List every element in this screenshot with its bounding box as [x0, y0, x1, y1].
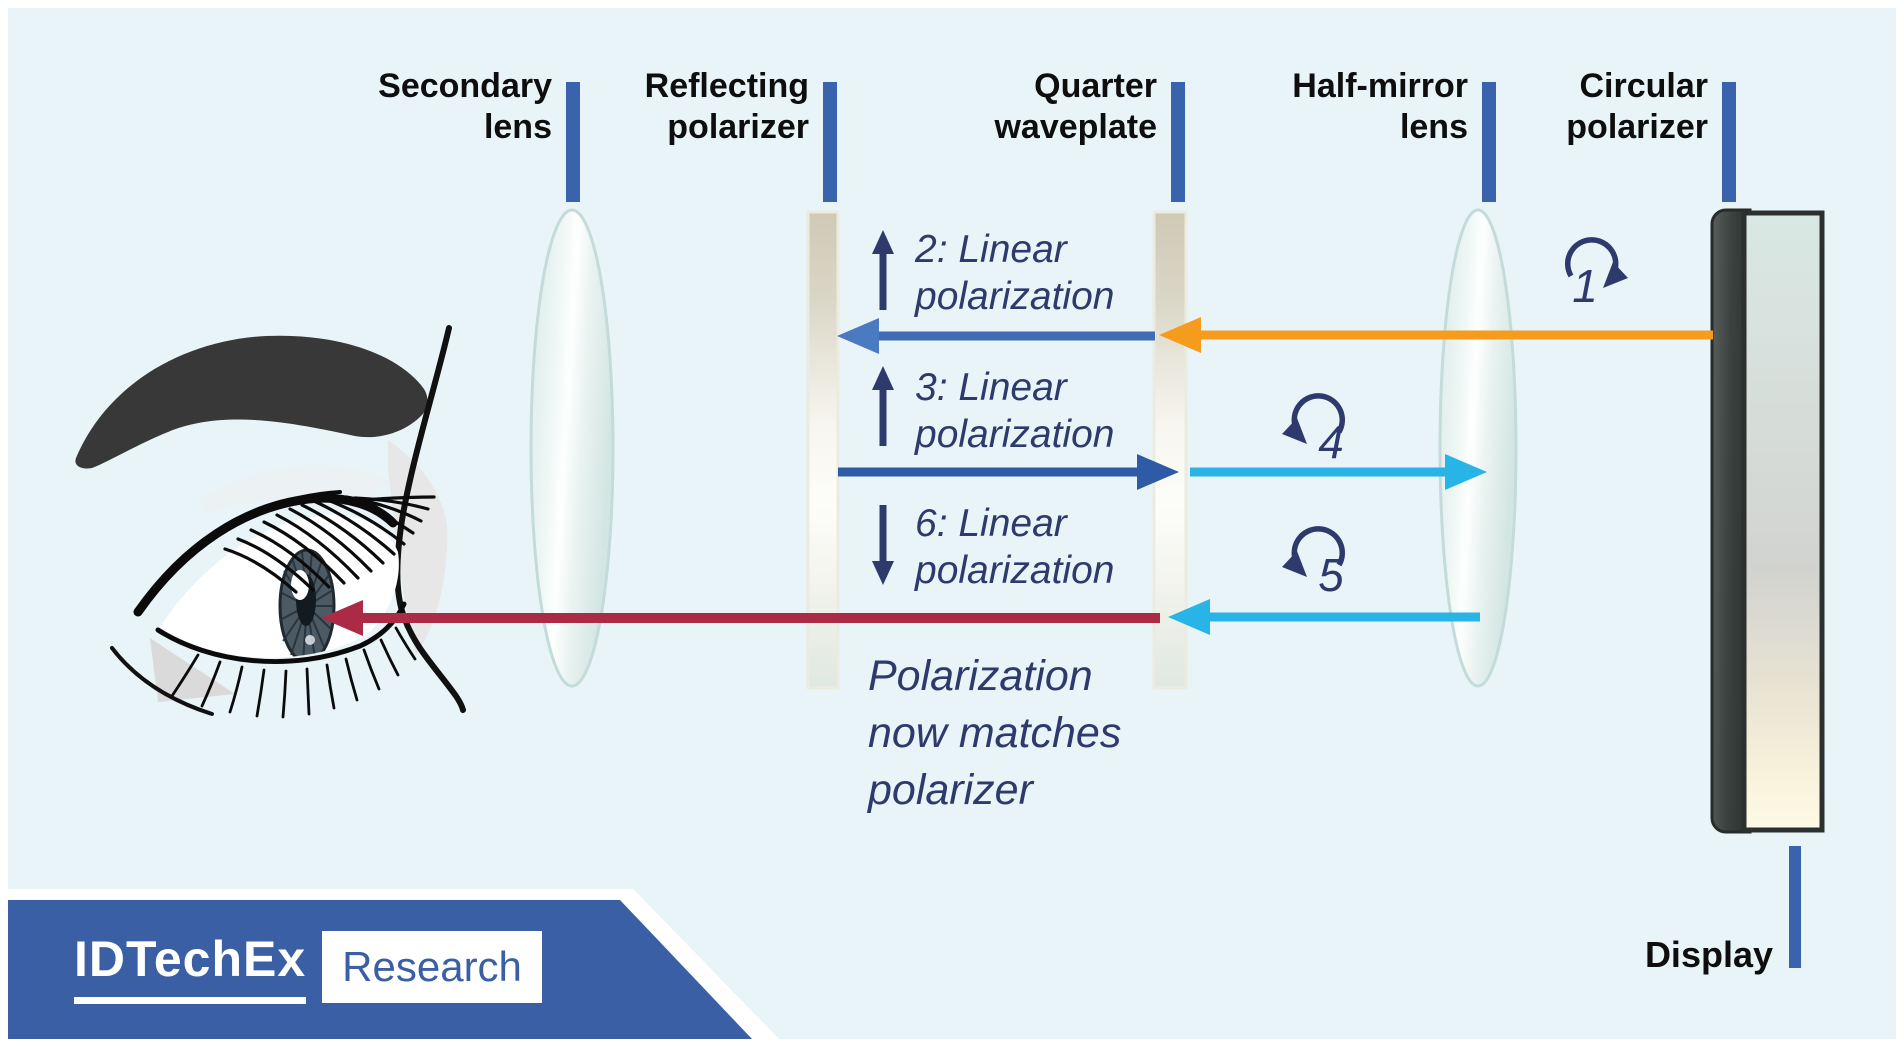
upper-lashes — [223, 495, 436, 594]
label-line: polarizer — [667, 108, 809, 146]
label-circular-polarizer: Circular polarizer — [1566, 66, 1708, 148]
lower-eyelid — [155, 601, 407, 665]
idtechex-logo: IDTechEx Research — [74, 930, 542, 1004]
eyebrow — [75, 335, 428, 469]
annotation-line: now matches — [868, 709, 1122, 757]
bar-reflecting-polarizer — [823, 82, 837, 202]
annotation-line: Polarization — [868, 652, 1093, 700]
annotation-polarization-note: Polarization now matches polarizer — [868, 648, 1121, 819]
label-quarter-waveplate: Quarter waveplate — [994, 66, 1157, 148]
label-reflecting-polarizer: Reflecting polarizer — [645, 66, 809, 148]
label-line: lens — [1399, 108, 1468, 146]
bar-secondary-lens — [566, 82, 580, 202]
label-line: Circular — [1579, 67, 1709, 105]
display-frame — [1710, 208, 1752, 834]
up-arrow-step2 — [872, 230, 894, 310]
eyelid-crease — [161, 490, 342, 585]
eye-shading — [388, 440, 448, 655]
display-panel — [1741, 210, 1825, 833]
half-mirror-lens — [1438, 208, 1518, 688]
element-marker-bars — [566, 82, 1736, 202]
polarization-direction-arrows — [872, 230, 894, 585]
rotation-symbol-1 — [1564, 237, 1628, 288]
label-line: Quarter — [1034, 67, 1157, 105]
cheek-line — [110, 646, 214, 716]
arrow-step5-cyan-left — [1168, 599, 1480, 635]
arrow-step4-cyan-right — [1190, 454, 1487, 490]
quarter-waveplate — [1152, 210, 1188, 690]
annotation-line: 6: Linear — [915, 502, 1067, 545]
annotation-step2: 2: Linear polarization — [915, 226, 1114, 320]
logo-brand-text: IDTechEx — [74, 930, 307, 1004]
bar-circular-polarizer — [1722, 82, 1736, 202]
down-arrow-step6 — [872, 505, 894, 585]
annotation-line: 3: Linear — [915, 366, 1067, 409]
bar-quarter-waveplate — [1171, 82, 1185, 202]
label-line: polarizer — [1566, 108, 1708, 146]
step-number-4: 4 — [1318, 416, 1344, 468]
annotation-line: polarization — [915, 413, 1115, 456]
secondary-lens — [529, 208, 615, 688]
arrow-step3-blue-right — [838, 454, 1179, 490]
bar-half-mirror-lens — [1482, 82, 1496, 202]
annotation-step6: 6: Linear polarization — [915, 500, 1114, 594]
label-half-mirror-lens: Half-mirror lens — [1292, 66, 1468, 148]
label-line: lens — [483, 108, 552, 146]
nose-contour-line — [394, 325, 466, 713]
up-arrow-step3 — [872, 366, 894, 446]
annotation-line: polarization — [915, 549, 1115, 592]
inner-corner-shadow — [150, 638, 235, 702]
label-line: Secondary — [378, 67, 552, 105]
sclera — [158, 514, 399, 658]
label-line: Half-mirror — [1292, 67, 1468, 105]
annotation-line: 2: Linear — [915, 228, 1067, 271]
iris-glint — [305, 635, 315, 645]
annotation-line: polarizer — [868, 766, 1033, 814]
arrow-step6-crimson-left — [321, 600, 1160, 636]
eye-illustration — [75, 325, 466, 719]
reflecting-polarizer — [806, 210, 840, 690]
display-marker-bar — [1789, 846, 1801, 968]
label-secondary-lens: Secondary lens — [378, 66, 552, 148]
logo-research-badge: Research — [322, 931, 542, 1003]
annotation-step3: 3: Linear polarization — [915, 364, 1114, 458]
display-graphic — [1710, 208, 1825, 968]
display-label: Display — [1644, 934, 1773, 975]
arrow-step1-orange-left — [1159, 317, 1713, 353]
iris-group — [278, 548, 336, 658]
step-number-1: 1 — [1572, 260, 1598, 312]
label-line: Reflecting — [644, 67, 809, 105]
rotation-symbols — [1282, 237, 1628, 577]
lower-lashes — [170, 626, 417, 719]
label-line: waveplate — [994, 108, 1157, 146]
step-number-5: 5 — [1318, 549, 1344, 601]
rotation-symbol-5 — [1282, 526, 1346, 577]
rotation-symbol-4 — [1282, 393, 1346, 444]
arrow-step2-blue-left — [837, 318, 1155, 354]
annotation-line: polarization — [915, 275, 1115, 318]
